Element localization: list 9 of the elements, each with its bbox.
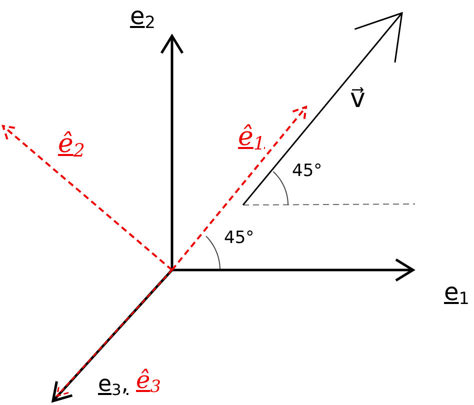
vector-label: e$_{3}$, xyxy=(98,374,128,398)
angle-label: 45° xyxy=(292,163,322,180)
vector-label: ê$_{3}$ xyxy=(136,368,161,395)
vector-label: e$_{1}$ xyxy=(444,280,470,307)
vector-label: ê$_{1}$ xyxy=(238,124,265,154)
angle-label: 45° xyxy=(224,230,254,247)
vector-label: ê$_{2}$ xyxy=(58,131,85,161)
vector-label: e$_{2}$ xyxy=(130,4,156,31)
vector-label: v⃗ xyxy=(350,86,366,112)
